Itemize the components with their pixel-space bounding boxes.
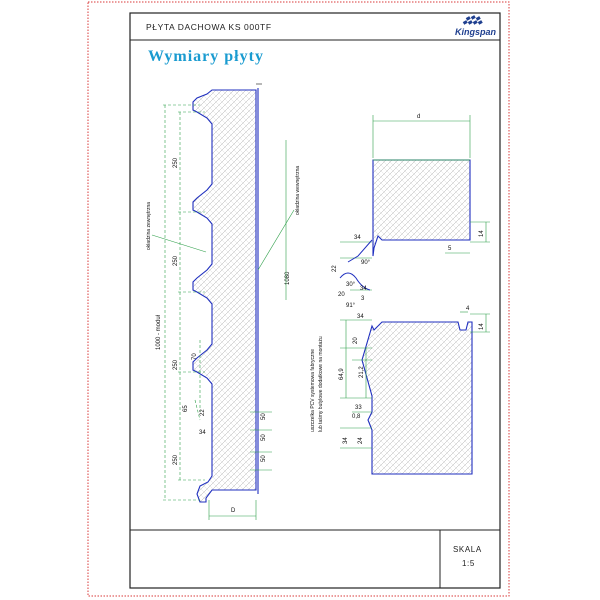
lower-detail-body xyxy=(361,321,473,475)
scale-label: SKALA xyxy=(453,545,482,554)
dim-3: 3 xyxy=(361,296,365,302)
dim-91deg: 91° xyxy=(346,303,356,309)
dim-34-mid: 34 xyxy=(360,286,367,292)
dim-34-left: 34 xyxy=(199,430,206,436)
dim-4: 4 xyxy=(466,306,470,312)
drawing-frame xyxy=(129,12,501,589)
sheet-title: PŁYTA DACHOWA KS 000TF xyxy=(146,22,272,32)
module-label: 1000 - moduł xyxy=(156,314,162,350)
gasket-note-line2: lub taśmy butylowe dodatkowe na montażu xyxy=(318,336,324,432)
kingspan-logo: Kingspan xyxy=(455,15,497,37)
dim-34-upper: 34 xyxy=(354,235,361,241)
dim-22: 22 xyxy=(200,409,206,416)
lower-detail-dims xyxy=(340,311,490,449)
dim-34-lower: 34 xyxy=(357,314,364,320)
inner-facing-label: okładzina wewnętrzna xyxy=(295,166,301,215)
gasket-note-line1: uszczelka PCV systemowa fabryczne xyxy=(310,349,316,432)
logo-mark-icon xyxy=(462,15,483,25)
total-width-label: 1080 xyxy=(285,271,291,285)
logo-wordmark: Kingspan xyxy=(455,27,497,37)
page-border xyxy=(87,1,510,597)
depth-label: d xyxy=(417,114,420,120)
upper-joint-detail xyxy=(372,159,471,257)
outer-facing-label: okładzina zewnętrzna xyxy=(146,202,152,250)
dim-90deg: 90° xyxy=(361,260,371,266)
dim-50-a: 50 xyxy=(261,413,267,420)
dim-250-c: 250 xyxy=(173,359,179,370)
left-dimension-chain xyxy=(163,104,205,501)
lower-joint-detail xyxy=(361,321,473,475)
dim-5: 5 xyxy=(448,246,452,252)
dim-64-9: 64,9 xyxy=(339,368,345,380)
page-heading: Wymiary płyty xyxy=(148,48,264,65)
dim-250-b: 250 xyxy=(173,255,179,266)
dim-21-2: 21,2 xyxy=(359,366,365,378)
dim-250-d: 250 xyxy=(173,454,179,465)
dim-250-a: 250 xyxy=(173,157,179,168)
dim-20-mid: 20 xyxy=(338,292,345,298)
dim-0-8: 0,8 xyxy=(352,414,361,420)
dim-65: 65 xyxy=(183,405,189,412)
dim-20-lower: 20 xyxy=(353,337,359,344)
scale-value: 1:5 xyxy=(462,559,475,568)
dim-22-right: 22 xyxy=(332,265,338,272)
left-panel-profile xyxy=(192,83,262,503)
dim-50-b: 50 xyxy=(261,434,267,441)
upper-detail-body xyxy=(372,159,471,257)
upper-detail-dims xyxy=(340,115,490,291)
dim-34-bottom: 34 xyxy=(343,437,349,444)
bottom-dim-label: D xyxy=(231,508,236,514)
dim-14-lower: 14 xyxy=(479,323,485,330)
dim-70: 70 xyxy=(192,353,198,360)
left-leaders xyxy=(151,140,295,520)
seal-wave-detail xyxy=(339,239,373,291)
dim-30deg: 30° xyxy=(346,282,356,288)
dim-50-c: 50 xyxy=(261,455,267,462)
left-dimension-texts: 250 250 250 70 250 65 22 34 50 50 50 100… xyxy=(146,157,301,514)
profile-foam-core xyxy=(192,89,257,503)
dim-24: 24 xyxy=(358,437,364,444)
dim-14-upper: 14 xyxy=(479,230,485,237)
dim-33: 33 xyxy=(355,405,362,411)
